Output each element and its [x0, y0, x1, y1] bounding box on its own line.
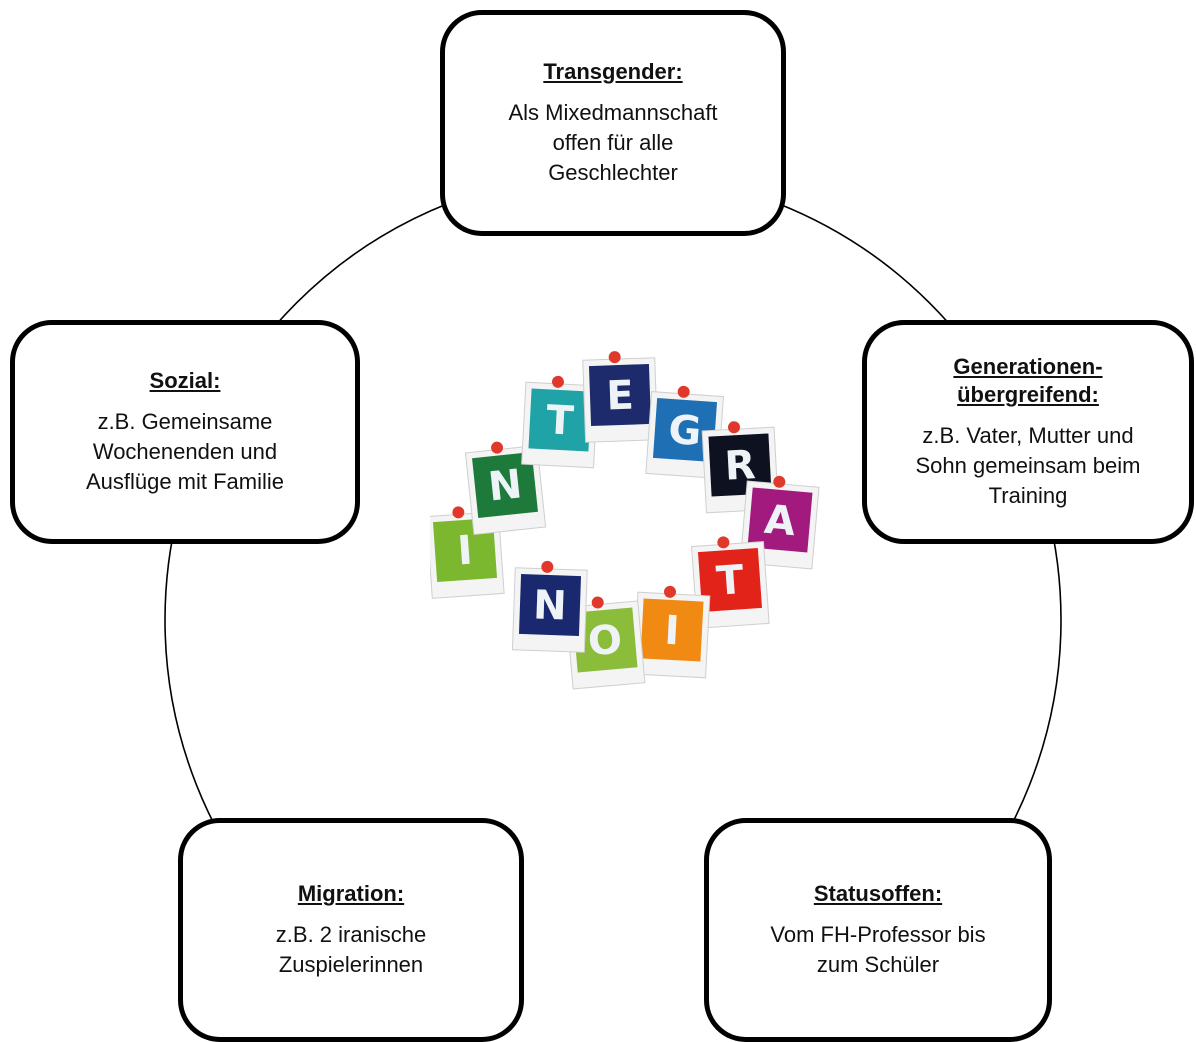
pin-icon [677, 385, 690, 398]
box-title: Statusoffen: [813, 881, 943, 906]
box-text: z.B. Gemeinsame Wochenenden und Ausflüge… [85, 409, 285, 494]
pin-icon [663, 585, 676, 598]
pin-icon [773, 475, 786, 488]
box-statusoffen: Statusoffen: Vom FH-Professor bis zum Sc… [704, 818, 1052, 1042]
box-text: z.B. 2 iranische Zuspielerinnen [275, 922, 427, 977]
pin-icon [728, 421, 741, 434]
tile-letter: I [663, 608, 680, 655]
pin-icon [551, 375, 564, 388]
box-title: Migration: [297, 881, 405, 906]
tile-letter: N [532, 582, 567, 629]
letter-tile: E [582, 351, 659, 443]
box-text: Als Mixedmannschaft offen für alle Gesch… [508, 100, 718, 185]
box-title: Transgender: [543, 59, 683, 84]
letter-tile: N [464, 441, 547, 536]
pin-icon [452, 506, 465, 519]
box-migration: Migration: z.B. 2 iranische Zuspielerinn… [178, 818, 524, 1042]
tile-letter: O [586, 617, 624, 666]
box-title: Sozial: [149, 368, 221, 393]
box-generationen: Generationen- übergreifend: z.B. Vater, … [862, 320, 1194, 544]
tile-letter: T [715, 557, 746, 605]
pin-icon [591, 596, 604, 609]
pin-icon [717, 536, 730, 549]
box-text: Vom FH-Professor bis zum Schüler [770, 922, 986, 977]
box-transgender: Transgender: Als Mixedmannschaft offen f… [440, 10, 786, 236]
pin-icon [541, 560, 554, 573]
box-sozial: Sozial: z.B. Gemeinsame Wochenenden und … [10, 320, 360, 544]
tile-letter: G [667, 407, 703, 455]
box-title: Generationen- übergreifend: [953, 354, 1103, 407]
letter-tile: T [691, 536, 770, 629]
tile-letter: E [606, 373, 635, 420]
letter-tile: T [521, 375, 599, 469]
letter-tile: N [511, 560, 588, 653]
tile-letter: T [545, 397, 575, 444]
tile-letter: I [456, 528, 474, 575]
letter-tile: I [633, 585, 711, 679]
pin-icon [608, 351, 621, 364]
pin-icon [491, 441, 504, 454]
tile-letter: N [486, 461, 524, 510]
box-text: z.B. Vater, Mutter und Sohn gemeinsam be… [915, 423, 1141, 508]
tile-letter: A [762, 497, 797, 546]
